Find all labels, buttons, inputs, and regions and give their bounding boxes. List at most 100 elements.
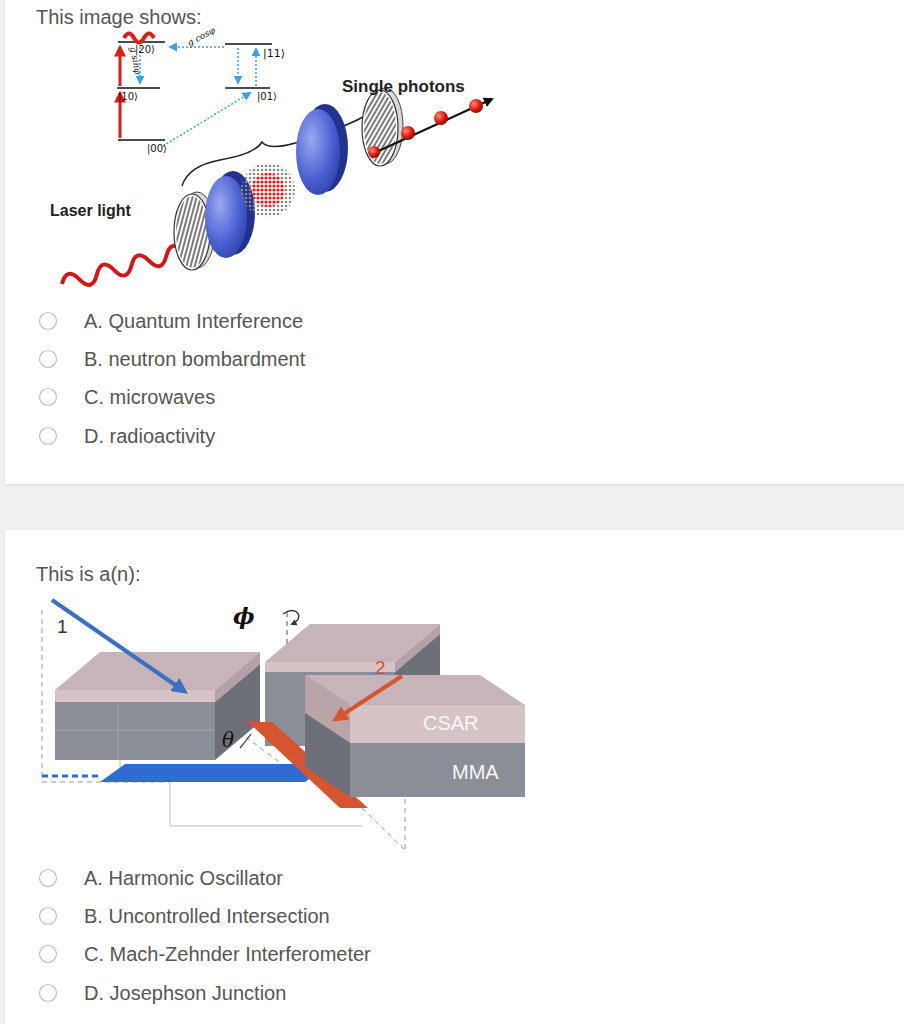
- radio-button: [38, 983, 58, 1003]
- resist-block: [265, 662, 395, 672]
- mirror-disc: [296, 109, 340, 195]
- resist-block: [215, 652, 260, 702]
- answer-option: C. Mach-Zehnder Interferometer: [38, 940, 558, 968]
- excitation-arrow: [120, 34, 154, 139]
- radio-circle: [40, 313, 57, 330]
- excitation-arrow: [119, 93, 122, 138]
- state-label: |11⟩: [263, 48, 285, 59]
- radio-button: [38, 349, 58, 369]
- mirror-disc: [302, 104, 348, 192]
- state-label: |20⟩: [135, 45, 155, 55]
- radio-button: [38, 311, 58, 331]
- rotation-arrow: [283, 611, 299, 625]
- substrate-outline: [170, 782, 362, 826]
- quantum-dot-array: [241, 163, 295, 217]
- coupling-arrow: [163, 93, 250, 146]
- polarizer: [179, 192, 215, 268]
- figure-label: CSAR: [423, 713, 479, 733]
- resist-block: [350, 705, 525, 743]
- state-label: |10⟩: [118, 92, 138, 102]
- coupling-arrow: [170, 46, 224, 48]
- energy-level: [225, 87, 270, 89]
- resist-block: [55, 652, 260, 760]
- guide-line: [287, 612, 288, 705]
- excitation-arrow: [124, 34, 154, 43]
- polarizer: [362, 88, 403, 166]
- answer-option: D. radioactivity: [38, 422, 558, 450]
- polarizer: [367, 88, 403, 164]
- radio-button: [38, 387, 58, 407]
- beam-arrow: [52, 600, 184, 691]
- guide-line: [42, 610, 405, 850]
- resist-block: [215, 664, 260, 760]
- quantum-dot-array: [251, 173, 285, 207]
- radio-circle: [40, 351, 57, 368]
- energy-level: [117, 42, 272, 140]
- photon-arrow: [372, 99, 492, 154]
- laser-wave: [60, 239, 203, 292]
- figure-label: 1: [57, 617, 68, 636]
- photon: [401, 126, 415, 140]
- answer-option: D. Josephson Junction: [38, 979, 558, 1007]
- part-label: Laser light: [50, 203, 131, 219]
- orange-junction-strip: [248, 722, 368, 808]
- question-card: This is a(n):A. Harmonic OscillatorB. Un…: [5, 530, 904, 1024]
- guide-line: [188, 694, 290, 770]
- figure-label: 2: [375, 658, 386, 677]
- answer-option: A. Quantum Interference: [38, 307, 558, 335]
- coupling-arrow: [237, 48, 239, 83]
- state-label: |00⟩: [147, 144, 167, 154]
- laser-wave: [60, 239, 203, 292]
- resist-block: [265, 624, 440, 662]
- guide-line: [42, 782, 170, 783]
- beam-arrow: [336, 676, 402, 719]
- option-text: C. microwaves: [84, 383, 215, 411]
- state-label: g cosφ: [186, 26, 217, 48]
- excitation-arrow: [119, 47, 122, 86]
- radio-circle: [40, 908, 57, 925]
- option-text: D. radioactivity: [84, 422, 215, 450]
- blue-junction-strip: [42, 775, 100, 778]
- radio-circle: [40, 428, 57, 445]
- option-text: A. Quantum Interference: [84, 307, 303, 335]
- radio-circle: [40, 985, 57, 1002]
- blue-junction-strip: [100, 764, 330, 782]
- answer-option: C. microwaves: [38, 383, 558, 411]
- radio-button: [38, 426, 58, 446]
- resist-block: [265, 672, 395, 746]
- resist-block: [55, 704, 215, 760]
- radio-button: [38, 906, 58, 926]
- resist-block: [55, 652, 260, 690]
- resist-block: [55, 690, 215, 702]
- state-label: |01⟩: [257, 92, 277, 102]
- energy-level: [117, 87, 160, 89]
- answer-option: B. Uncontrolled Intersection: [38, 902, 558, 930]
- resist-block: [305, 675, 350, 743]
- coupling-arrow: [255, 49, 257, 86]
- radio-circle: [40, 870, 57, 887]
- figure-label: θ: [222, 730, 234, 750]
- energy-level: [118, 41, 165, 43]
- option-text: C. Mach-Zehnder Interferometer: [84, 940, 371, 968]
- mirror-disc: [205, 176, 247, 258]
- radio-circle: [40, 946, 57, 963]
- question-text: This image shows:: [36, 6, 202, 29]
- mirror-disc: [205, 171, 255, 258]
- figure-label: MMA: [452, 762, 499, 782]
- answer-option: B. neutron bombardment: [38, 345, 558, 373]
- radio-button: [38, 868, 58, 888]
- answer-option: A. Harmonic Oscillator: [38, 864, 558, 892]
- resist-block: [395, 634, 440, 746]
- curly-brace: [182, 112, 372, 186]
- resist-block: [305, 713, 350, 797]
- mirror-disc: [296, 104, 348, 195]
- polarizer: [176, 196, 208, 268]
- polarizer: [174, 194, 210, 270]
- resist-block: [350, 743, 525, 797]
- option-text: A. Harmonic Oscillator: [84, 864, 283, 892]
- guide-line: [362, 808, 405, 850]
- angle-arc: [240, 734, 251, 748]
- option-text: B. neutron bombardment: [84, 345, 305, 373]
